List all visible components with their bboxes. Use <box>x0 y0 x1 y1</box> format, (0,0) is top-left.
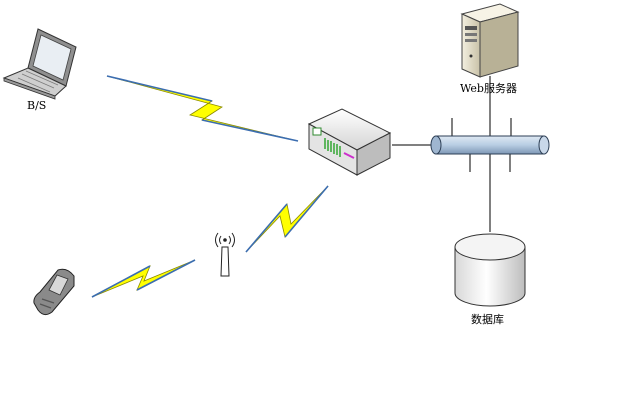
wireless-link-phone <box>91 259 196 298</box>
antenna-icon <box>215 232 235 277</box>
router-icon <box>307 108 392 176</box>
web-server-label: Web服务器 <box>460 82 517 95</box>
wireless-link-laptop <box>106 75 299 142</box>
database-cylinder-icon <box>454 233 526 307</box>
laptop-icon <box>2 28 77 100</box>
database-label: 数据库 <box>471 313 504 326</box>
mobile-phone-icon <box>33 268 75 316</box>
wireless-link-antenna <box>245 185 329 253</box>
laptop-label: B/S <box>27 99 47 112</box>
network-bus-icon <box>430 118 550 172</box>
server-tower-icon <box>460 3 520 78</box>
